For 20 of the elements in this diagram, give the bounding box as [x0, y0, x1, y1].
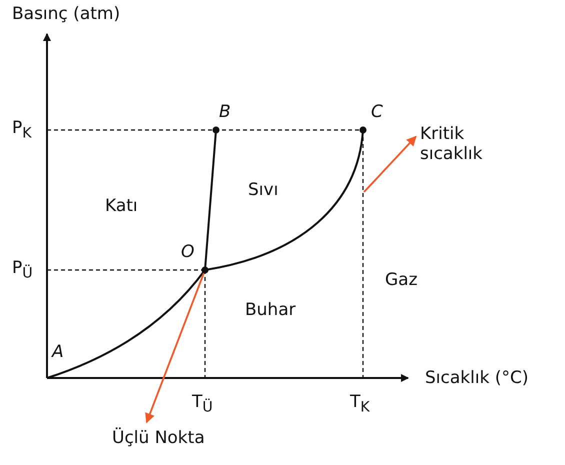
axis-label: Basınç (atm) [12, 4, 120, 24]
tick-label: P$_{K}$ [12, 118, 32, 142]
annotation-text: Üçlü Nokta [112, 428, 205, 448]
tick-label: P$_{Ü}$ [12, 258, 33, 282]
point-label: A [52, 342, 64, 362]
region-label: Gaz [385, 270, 418, 290]
leader-arrow [145, 272, 205, 424]
annotation-text: Kritik sıcaklık [420, 124, 530, 165]
triple-point-marker [202, 266, 208, 274]
point-label: C [371, 102, 383, 122]
dashed-guide-line [362, 130, 364, 378]
region-label: Buhar [245, 300, 296, 320]
leader-arrow [363, 136, 417, 193]
point-label: O [181, 242, 194, 262]
tick-label: T$_{Ü}$ [192, 392, 213, 416]
region-label: Sıvı [248, 180, 278, 200]
region-label: Katı [105, 196, 138, 216]
axis-label: Sıcaklık (°C) [425, 368, 528, 388]
point-label: B [219, 102, 231, 122]
tick-label: T$_{K}$ [350, 392, 370, 416]
